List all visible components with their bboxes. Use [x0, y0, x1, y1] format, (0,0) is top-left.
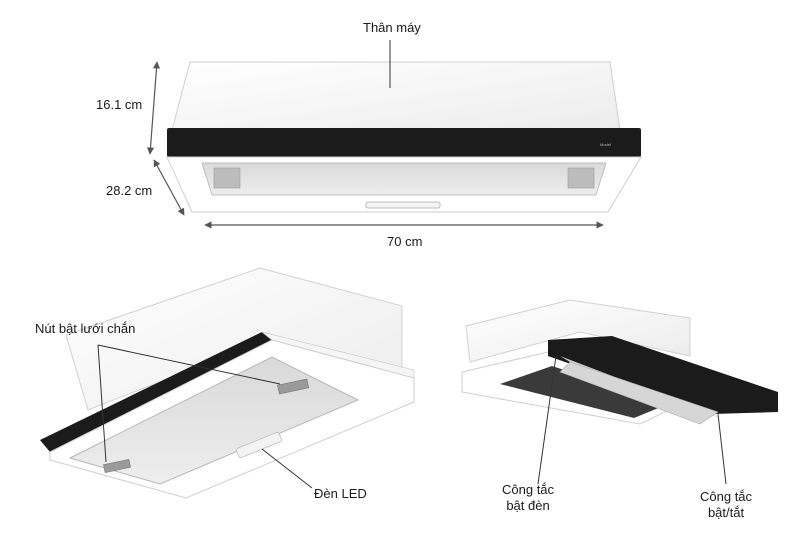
- depth-label: 28.2 cm: [106, 183, 153, 198]
- power-switch-label: Công tắc bật/tắt: [700, 489, 752, 521]
- led-label: Đèn LED: [314, 486, 367, 501]
- power-switch-leader: [717, 413, 727, 485]
- front-filter: [201, 162, 607, 196]
- svg-text:Model: Model: [600, 142, 611, 147]
- right-interior: [500, 366, 668, 418]
- depth-dimension-line: [153, 159, 185, 216]
- light-switch-label: Công tắc bật đèn: [502, 482, 554, 514]
- light-switch-label-line2: bật đèn: [506, 498, 550, 513]
- front-view-hood: Model: [166, 61, 642, 213]
- body-label: Thân máy: [363, 20, 421, 35]
- light-switch-label-line1: Công tắc: [502, 482, 555, 497]
- filter-button-leader-1: [97, 344, 107, 463]
- filter-button-leader-2: [97, 344, 281, 385]
- width-label: 70 cm: [387, 234, 423, 249]
- led-leader-line: [261, 448, 313, 489]
- power-switch-label-line1: Công tắc: [700, 489, 753, 504]
- left-black-panel: [40, 332, 272, 452]
- underside-view-left: [40, 267, 415, 499]
- underside-view-right: [461, 299, 778, 425]
- front-black-panel: [167, 128, 641, 157]
- height-label: 16.1 cm: [96, 97, 143, 112]
- filter-button-label: Nút bật lưới chắn: [35, 321, 136, 336]
- light-switch-leader: [537, 355, 557, 485]
- height-dimension-line: [146, 61, 161, 155]
- right-black-panel: [548, 336, 778, 414]
- power-switch-label-line2: bật/tắt: [707, 505, 745, 520]
